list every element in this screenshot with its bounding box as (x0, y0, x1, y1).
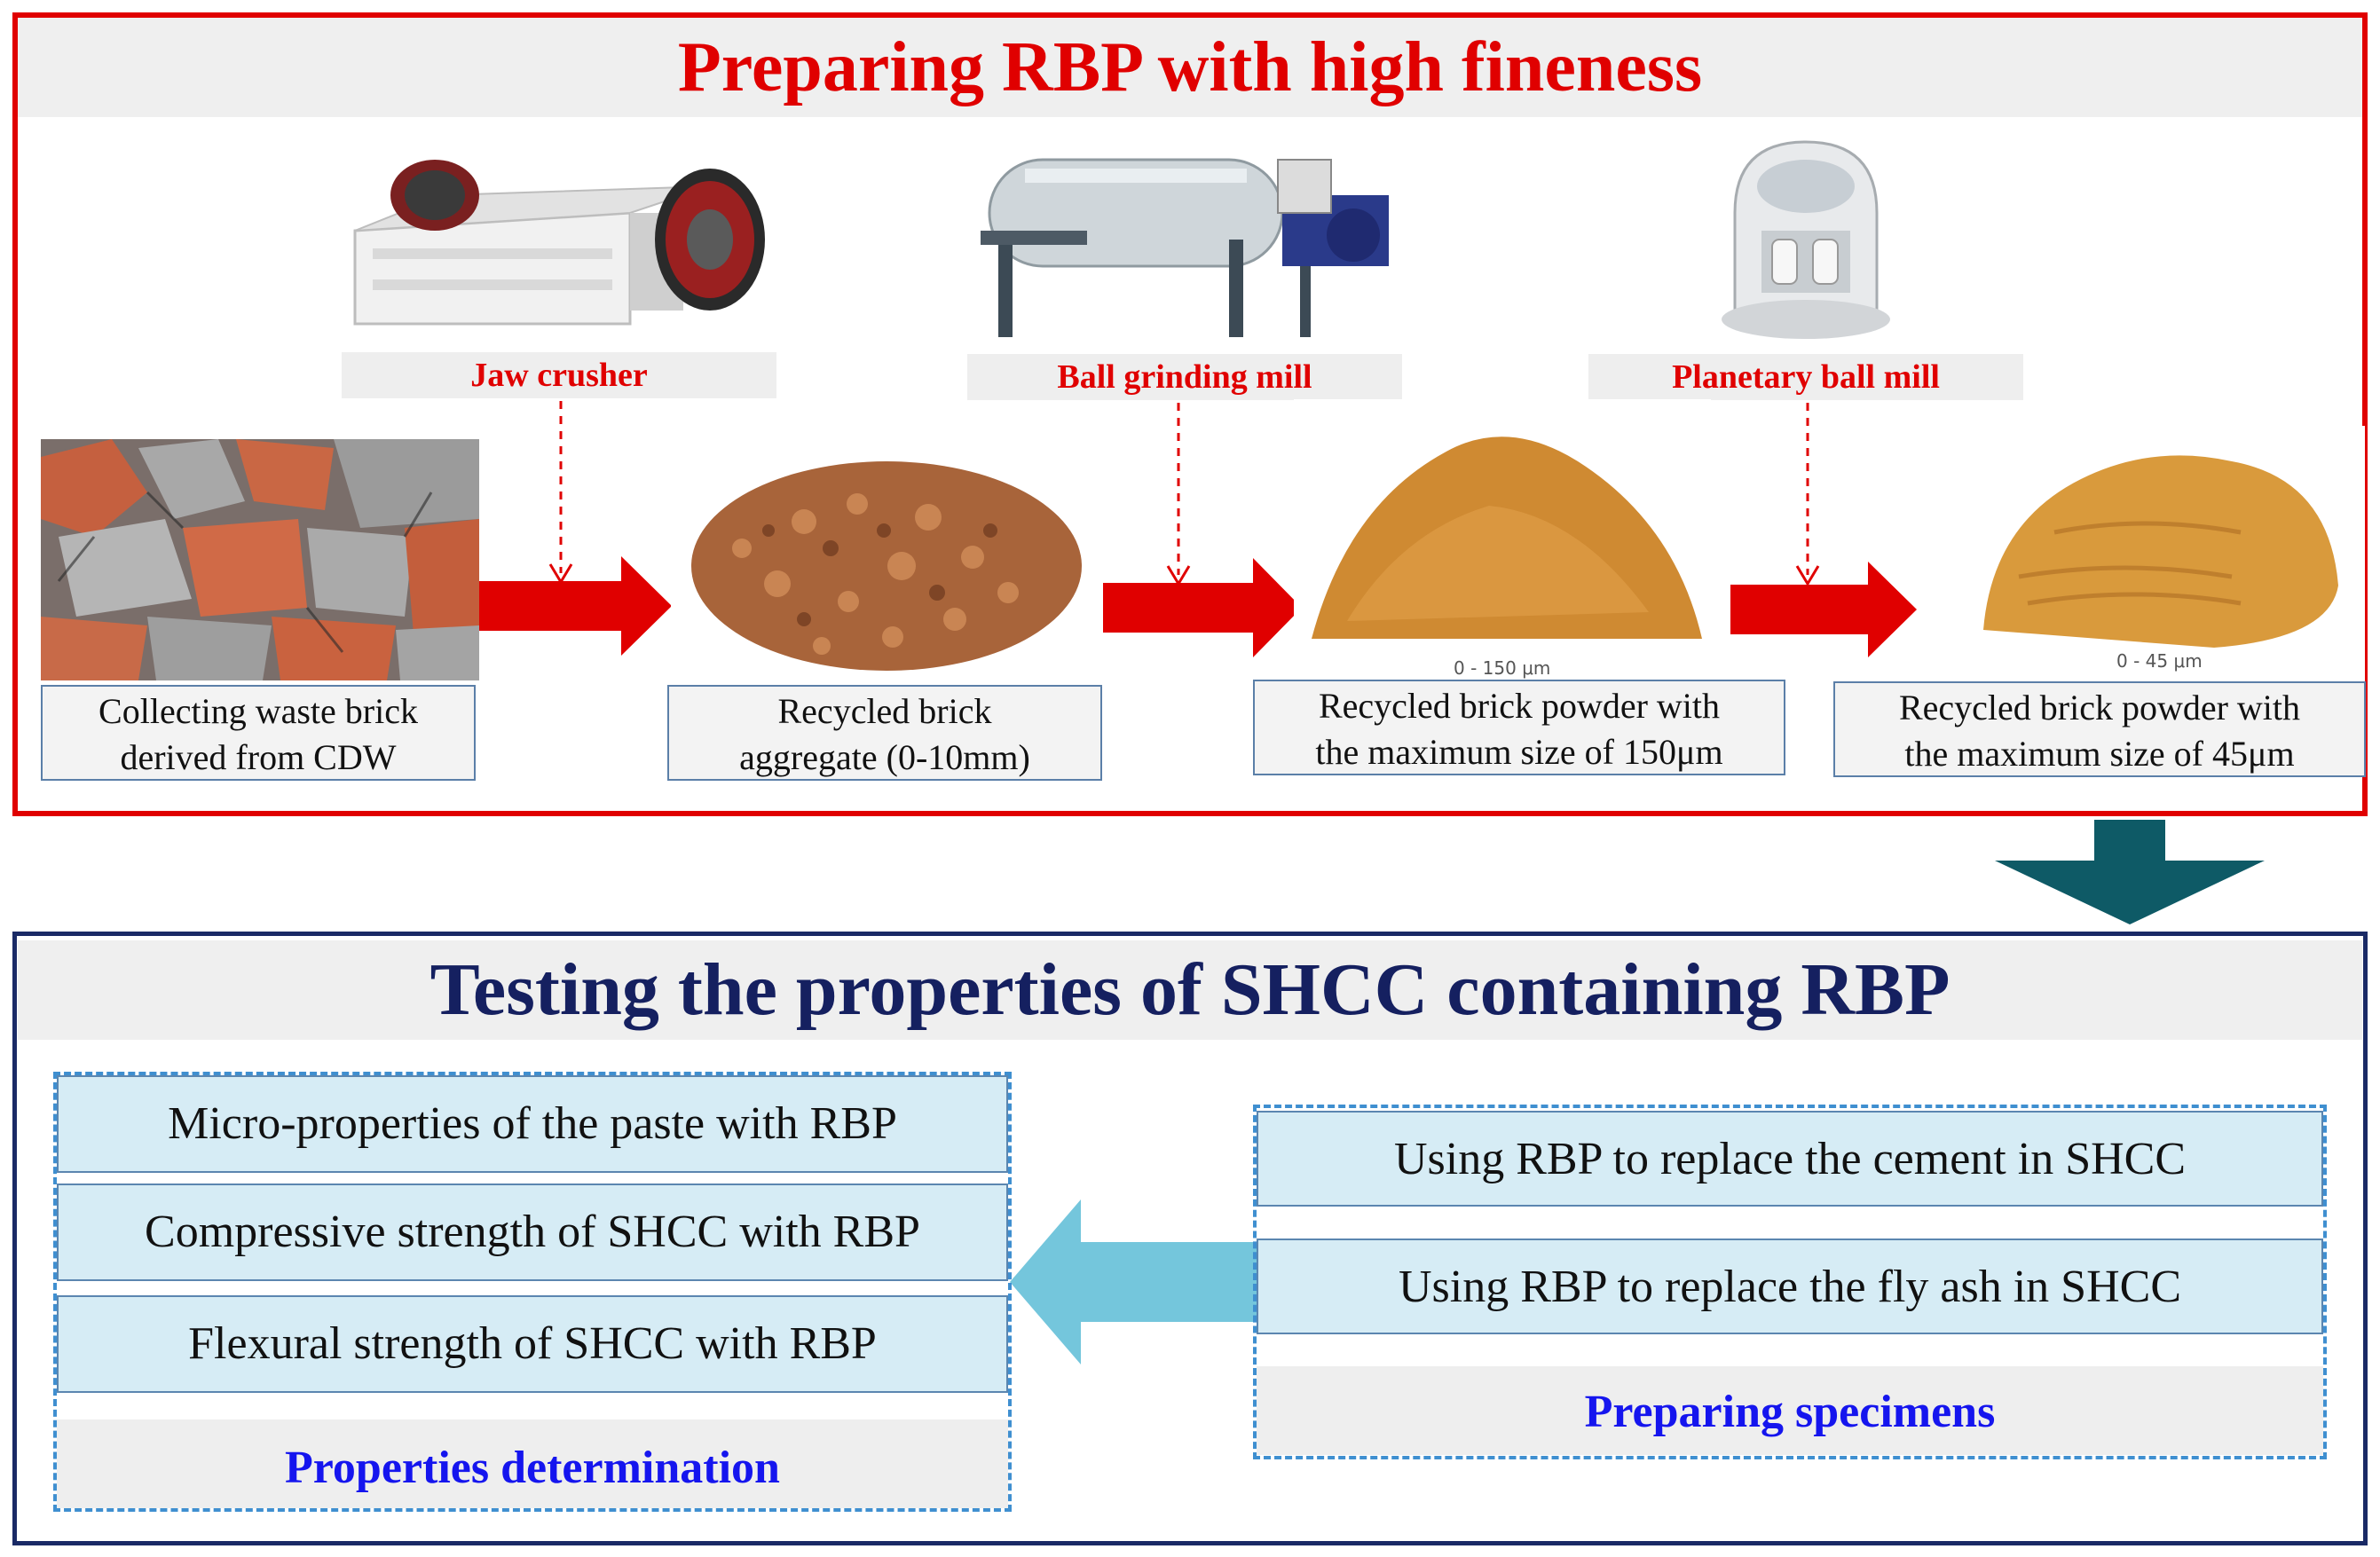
stage-box-powder-150: Recycled brick powder with the maximum s… (1253, 680, 1785, 775)
ball-mill-icon (981, 158, 1389, 337)
preparing-specimens-group (1253, 1105, 2327, 1459)
properties-determination-group (53, 1072, 1012, 1512)
planetary-mill-label: Planetary ball mill (1588, 354, 2023, 400)
properties-label-bar (57, 1419, 1008, 1508)
stage-text-line1: Recycled brick (777, 691, 992, 731)
teal-down-arrow (1995, 820, 2265, 924)
powder-45-photo: 0 - 45 μm (1948, 426, 2365, 683)
powder-150-photo: 0 - 150 μm (1294, 399, 1711, 683)
jaw-crusher-icon (353, 160, 765, 326)
stage-text-line1: Recycled brick powder with (1318, 686, 1721, 726)
stage-text-line2: derived from CDW (120, 737, 397, 777)
stage-text-line1: Recycled brick powder with (1898, 688, 2301, 727)
testing-title: Testing the properties of SHCC containin… (430, 948, 1950, 1031)
ball-mill-label: Ball grinding mill (967, 354, 1402, 400)
specimen-item-fly-ash: Using RBP to replace the fly ash in SHCC (1257, 1239, 2323, 1334)
property-item-micro: Micro-properties of the paste with RBP (57, 1075, 1008, 1173)
property-item-flexural: Flexural strength of SHCC with RBP (57, 1295, 1008, 1393)
jaw-crusher-label: Jaw crusher (342, 352, 776, 398)
preparation-title-bar (18, 18, 2362, 117)
powder-45-caption: 0 - 45 μm (2116, 650, 2203, 672)
preparation-panel (12, 12, 2368, 816)
testing-title-bar (18, 940, 2362, 1040)
stage-box-aggregate: Recycled brick aggregate (0-10mm) (667, 685, 1102, 781)
stage-box-powder-45: Recycled brick powder with the maximum s… (1833, 681, 2366, 777)
brick-aggregate-photo (671, 433, 1102, 683)
stage-box-waste-brick: Collecting waste brick derived from CDW (41, 685, 476, 781)
property-item-compressive: Compressive strength of SHCC with RBP (57, 1183, 1008, 1281)
properties-determination-label: Properties determination (285, 1443, 780, 1493)
preparation-title: Preparing RBP with high fineness (677, 28, 1703, 106)
planetary-mill-icon (1722, 140, 1890, 339)
stage-text-line2: the maximum size of 45μm (1904, 734, 2295, 774)
waste-brick-photo (41, 439, 479, 680)
powder-150-caption: 0 - 150 μm (1454, 657, 1550, 679)
stage-text-line2: the maximum size of 150μm (1315, 732, 1723, 772)
testing-panel (12, 932, 2368, 1545)
specimens-label-bar (1257, 1366, 2323, 1455)
stage-text-line1: Collecting waste brick (99, 691, 418, 731)
specimen-item-cement: Using RBP to replace the cement in SHCC (1257, 1111, 2323, 1207)
stage-text-line2: aggregate (0-10mm) (739, 737, 1030, 777)
preparing-specimens-label: Preparing specimens (1584, 1387, 1996, 1437)
